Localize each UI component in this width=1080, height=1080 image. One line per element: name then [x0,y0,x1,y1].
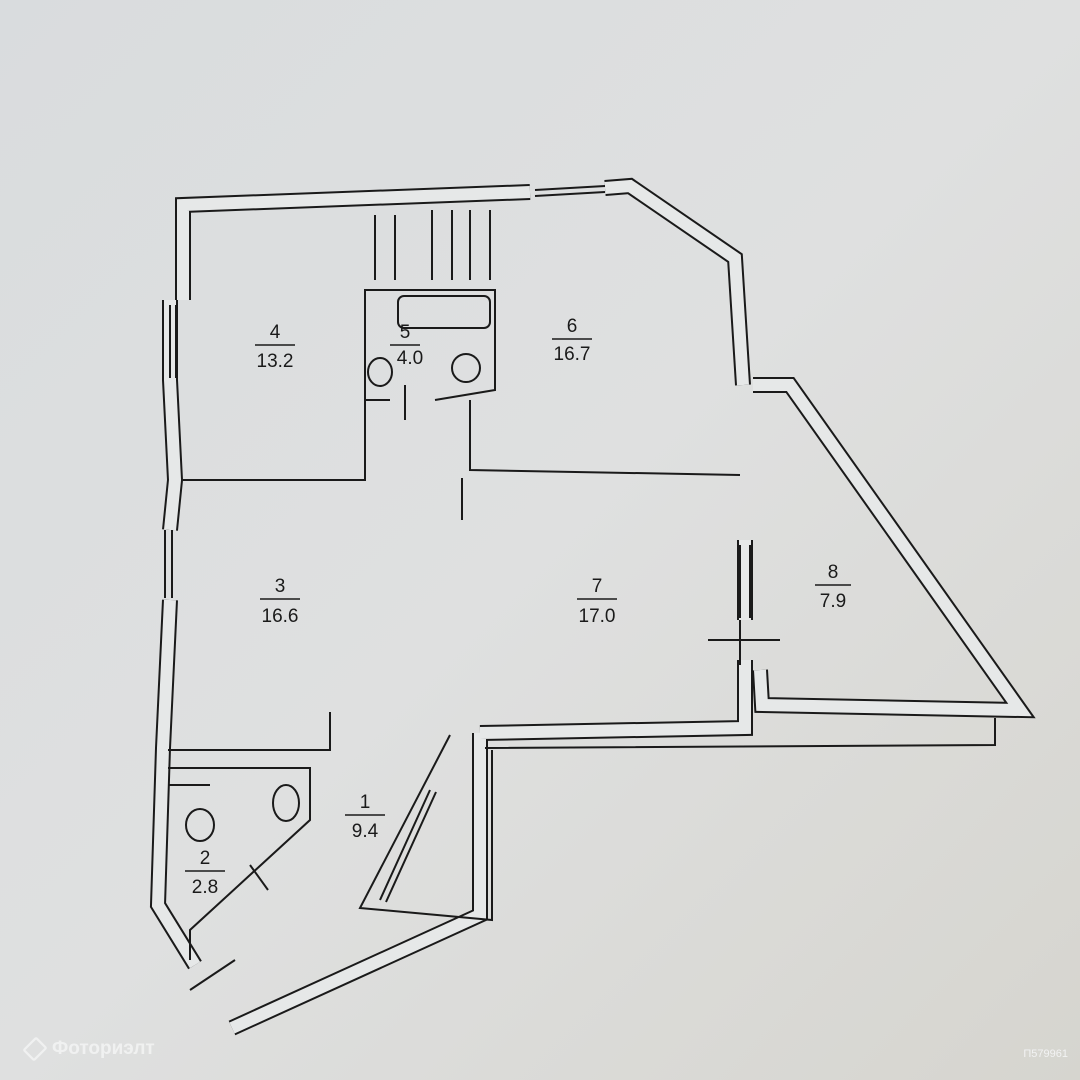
room-area: 4.0 [397,348,423,369]
listing-id: П579961 [1023,1048,1068,1060]
room-1: 1 9.4 [345,792,385,842]
room-number: 4 [270,322,281,343]
diamond-logo-icon [22,1036,48,1062]
room-7: 7 17.0 [577,576,617,627]
room-8: 8 7.9 [815,562,851,612]
room-area: 9.4 [352,821,379,842]
room-4: 4 13.2 [255,322,295,372]
room-number: 8 [828,562,839,583]
room-6: 6 16.7 [552,316,592,365]
room-area: 16.7 [554,344,591,365]
room-number: 7 [592,576,603,597]
room-3: 3 16.6 [260,576,300,627]
room-number: 1 [360,792,371,813]
room-5: 5 4.0 [390,322,423,369]
walls [149,177,1036,1036]
room-number: 6 [567,316,578,337]
room-area: 13.2 [257,351,294,372]
room-area: 16.6 [262,606,299,627]
watermark-logo: Фоториэлт [22,1036,155,1062]
room-2: 2 2.8 [185,848,225,898]
room-area: 2.8 [192,877,218,898]
room-area: 17.0 [579,606,616,627]
room-number: 5 [400,322,411,343]
room-number: 3 [275,576,286,597]
watermark-brand: Фоториэлт [52,1038,155,1059]
room-labels: 4 13.2 5 4.0 6 16.7 3 16.6 7 17.0 8 7.9 [185,316,851,898]
room-area: 7.9 [820,591,846,612]
room-number: 2 [200,848,211,869]
